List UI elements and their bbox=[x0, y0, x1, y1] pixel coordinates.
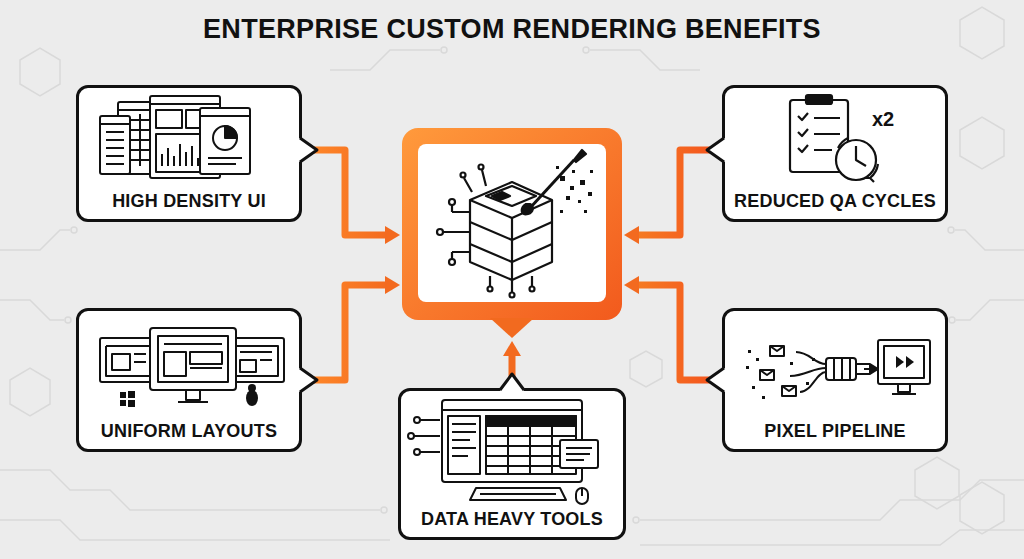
benefit-box: REDUCED QA CYCLES bbox=[722, 85, 948, 222]
flow-arrows bbox=[302, 150, 722, 388]
benefit-label: DATA HEAVY TOOLS bbox=[421, 509, 603, 530]
multi-platform-icon bbox=[100, 328, 284, 407]
center-hub bbox=[402, 128, 622, 338]
benefit-label: UNIFORM LAYOUTS bbox=[101, 421, 277, 442]
arrow-head bbox=[624, 226, 639, 244]
arrow-line bbox=[634, 150, 722, 235]
hub-pointer bbox=[490, 318, 534, 338]
multiplier-label: x2 bbox=[872, 108, 894, 131]
arrow-head bbox=[624, 276, 639, 294]
callout-tails bbox=[299, 138, 725, 392]
pixel-bits bbox=[746, 350, 815, 399]
diagram-title: ENTERPRISE CUSTOM RENDERING BENEFITS bbox=[0, 14, 1024, 45]
benefit-box: UNIFORM LAYOUTS bbox=[76, 308, 302, 452]
benefit-box: PIXEL PIPELINE bbox=[722, 308, 948, 452]
arrow-line bbox=[509, 352, 516, 388]
arrow-head bbox=[385, 226, 400, 244]
data-tool-icon bbox=[408, 400, 598, 504]
circuit-background bbox=[0, 7, 1024, 545]
hub-panel bbox=[418, 144, 606, 302]
arrow-line bbox=[634, 285, 722, 380]
dashboard-icon bbox=[100, 96, 250, 178]
pipeline-icon bbox=[760, 340, 930, 396]
benefit-label: REDUCED QA CYCLES bbox=[734, 191, 936, 212]
arrow-line bbox=[302, 150, 390, 235]
benefit-box: HIGH DENSITY UI bbox=[76, 85, 302, 222]
arrow-head bbox=[503, 341, 521, 356]
hub-frame bbox=[402, 128, 622, 320]
arrow-line bbox=[302, 285, 390, 380]
checklist-clock-icon bbox=[790, 95, 878, 182]
benefit-label: HIGH DENSITY UI bbox=[112, 191, 266, 212]
pixel-scatter bbox=[556, 166, 593, 213]
benefit-box: DATA HEAVY TOOLS bbox=[398, 388, 626, 540]
benefit-label: PIXEL PIPELINE bbox=[764, 421, 906, 442]
arrow-head bbox=[385, 276, 400, 294]
rendering-chip-icon bbox=[437, 150, 586, 298]
